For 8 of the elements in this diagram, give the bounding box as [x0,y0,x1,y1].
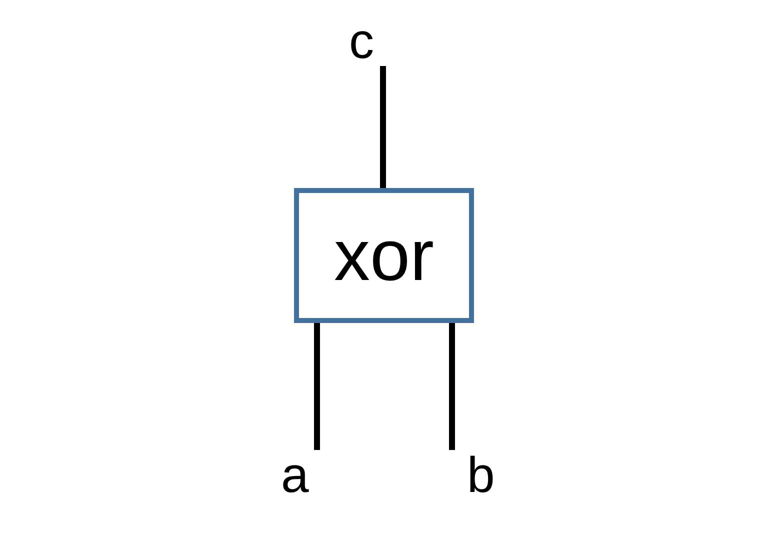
wire [449,323,455,450]
signal-label: c [349,16,374,66]
wire [314,323,320,450]
signal-label: a [281,450,309,500]
wire [380,66,386,188]
gate-box [294,188,474,323]
signal-label: b [467,450,495,500]
gate-label: xor [334,220,434,292]
